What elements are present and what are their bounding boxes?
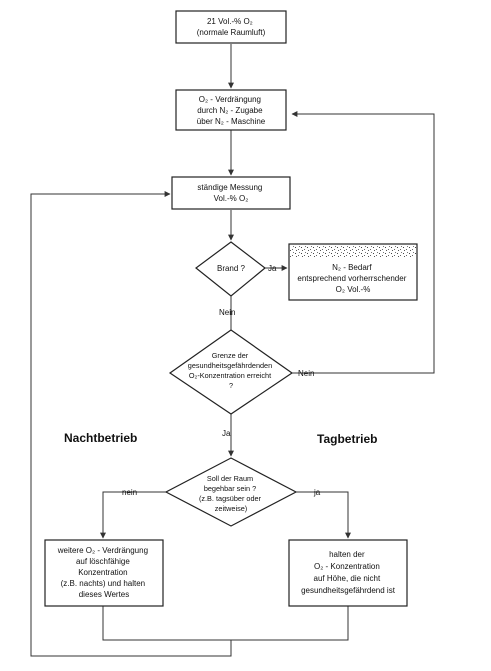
night-action-box xyxy=(44,539,164,607)
limit-no-label: Nein xyxy=(298,369,314,378)
night-action-text: weitere O₂ - Verdrängung auf löschfähige… xyxy=(57,546,151,599)
limit-decision-text: Grenze der gesundheitsgefährdenden O₂-Ko… xyxy=(188,351,274,390)
n2-demand-text: N₂ - Bedarf entsprechend vorherrschender… xyxy=(297,263,408,294)
start-box xyxy=(175,10,287,44)
limit-yes-label: Ja xyxy=(222,429,231,438)
displacement-box xyxy=(175,89,287,131)
day-action-box xyxy=(288,539,408,607)
measurement-text: ständige Messung Vol.-% O₂ xyxy=(197,183,264,203)
access-yes-label: ja xyxy=(313,488,321,497)
fire-yes-label: Ja xyxy=(268,264,277,273)
access-decision-text: Soll der Raum begehbar sein ? (z.B. tags… xyxy=(199,474,263,513)
fire-no-label: Nein xyxy=(219,308,235,317)
limit-decision-diamond xyxy=(168,329,294,415)
connectors xyxy=(30,44,435,657)
displacement-text: O₂ - Verdrängung durch N₂ - Zugabe über … xyxy=(197,95,266,126)
access-no-label: nein xyxy=(122,488,137,497)
day-mode-label: Tagbetrieb xyxy=(317,432,377,446)
measurement-box xyxy=(171,176,291,210)
access-decision-diamond xyxy=(164,457,298,527)
day-action-text: halten der O₂ - Konzentration auf Höhe, … xyxy=(301,550,396,595)
night-mode-label: Nachtbetrieb xyxy=(64,431,137,445)
fire-decision-diamond xyxy=(195,241,266,297)
fire-decision-text: Brand ? xyxy=(217,264,246,273)
n2-demand-header xyxy=(290,245,416,258)
start-text: 21 Vol.-% O₂ (normale Raumluft) xyxy=(197,17,266,37)
